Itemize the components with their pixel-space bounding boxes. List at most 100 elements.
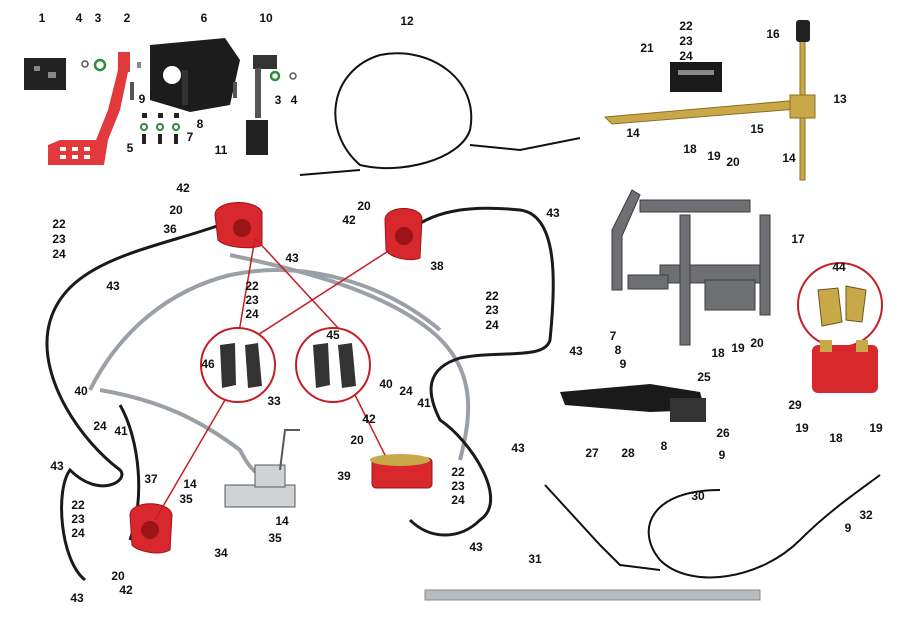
callout-label: 8: [197, 117, 204, 131]
hose-31: [424, 589, 761, 601]
callout-label: 12: [400, 14, 414, 28]
callout-label: 31: [528, 552, 542, 566]
callout-label: 43: [285, 251, 299, 265]
callout-label: 3: [95, 11, 102, 25]
callout-label: 24: [93, 419, 107, 433]
callout-label: 42: [176, 181, 190, 195]
callout-label: 5: [127, 141, 134, 155]
callout-label: 9: [620, 357, 627, 371]
callout-label: 20: [169, 203, 183, 217]
callout-label: 24: [52, 247, 66, 261]
callout-label: 14: [183, 477, 197, 491]
fastener-set: [81, 58, 297, 144]
callout-label: 20: [750, 336, 764, 350]
callout-label: 23: [451, 479, 465, 493]
frame-17: [611, 189, 771, 346]
callout-label: 2: [124, 11, 131, 25]
callout-label: 9: [845, 521, 852, 535]
callout-label: 20: [726, 155, 740, 169]
callout-label: 14: [626, 126, 640, 140]
callout-label: 27: [585, 446, 599, 460]
callout-label: 19: [869, 421, 883, 435]
callout-label: 8: [661, 439, 668, 453]
callout-label: 45: [326, 328, 340, 342]
callout-label: 6: [201, 11, 208, 25]
parking-cable-12: [299, 52, 581, 176]
callout-label: 35: [268, 531, 282, 545]
caliper-29: [812, 340, 878, 393]
callout-label: 20: [350, 433, 364, 447]
callout-label: 24: [71, 526, 85, 540]
callout-label: 24: [679, 49, 693, 63]
brake-hose-network: [45, 206, 555, 582]
callout-label: 19: [707, 149, 721, 163]
callout-label: 16: [766, 27, 780, 41]
callout-label: 32: [859, 508, 873, 522]
callout-label: 33: [267, 394, 281, 408]
callout-label: 44: [832, 260, 846, 274]
callout-label: 43: [569, 344, 583, 358]
callout-label: 43: [70, 591, 84, 605]
callout-label: 4: [291, 93, 298, 107]
callout-label: 37: [144, 472, 158, 486]
callout-label: 22: [485, 289, 499, 303]
callout-label: 15: [750, 122, 764, 136]
pad-detail-circles: [154, 237, 391, 521]
callout-label: 24: [451, 493, 465, 507]
callout-label: 40: [74, 384, 88, 398]
callout-label: 23: [485, 303, 499, 317]
callout-label: 38: [430, 259, 444, 273]
callout-label: 23: [71, 512, 85, 526]
callout-label: 20: [357, 199, 371, 213]
callout-label: 4: [76, 11, 83, 25]
calipers: [129, 202, 433, 554]
callout-label: 17: [791, 232, 805, 246]
callout-label: 29: [788, 398, 802, 412]
callout-label: 19: [795, 421, 809, 435]
parking-handle-25: [560, 384, 706, 422]
callout-label: 40: [379, 377, 393, 391]
callout-label: 11: [215, 143, 228, 157]
callout-label: 20: [111, 569, 125, 583]
callout-label: 7: [610, 329, 617, 343]
callout-label: 18: [683, 142, 697, 156]
cable-30: [544, 474, 881, 579]
callout-label: 24: [485, 318, 499, 332]
callout-label: 19: [731, 341, 745, 355]
callout-label: 9: [719, 448, 726, 462]
callout-label: 22: [679, 19, 693, 33]
callout-label: 1: [39, 11, 46, 25]
callout-label: 43: [106, 279, 120, 293]
callout-label: 46: [201, 357, 215, 371]
callout-label: 28: [621, 446, 635, 460]
callout-label: 22: [52, 217, 66, 231]
callout-label: 24: [245, 307, 259, 321]
brake-pedal-assembly: [24, 38, 277, 165]
callout-label: 23: [679, 34, 693, 48]
callout-label: 35: [179, 492, 193, 506]
callout-label: 41: [417, 396, 431, 410]
callout-label: 18: [829, 431, 843, 445]
callout-label: 42: [342, 213, 356, 227]
callout-label: 18: [711, 346, 725, 360]
callout-label: 43: [511, 441, 525, 455]
master-cylinder-33: [224, 429, 300, 508]
callout-label: 36: [163, 222, 177, 236]
callout-label: 22: [245, 279, 259, 293]
callout-label: 22: [71, 498, 85, 512]
shift-rod-13: [603, 20, 816, 181]
callout-label: 24: [399, 384, 413, 398]
callout-label: 14: [275, 514, 289, 528]
callout-label: 41: [114, 424, 128, 438]
callout-label: 9: [139, 92, 146, 106]
callout-label: 25: [697, 370, 711, 384]
callout-label: 30: [691, 489, 705, 503]
callout-label: 13: [833, 92, 847, 106]
callout-label: 43: [469, 540, 483, 554]
callout-label: 7: [187, 130, 194, 144]
callout-label: 42: [119, 583, 133, 597]
callout-label: 21: [640, 41, 654, 55]
callout-label: 34: [214, 546, 228, 560]
brake-pad-detail: [797, 262, 883, 348]
